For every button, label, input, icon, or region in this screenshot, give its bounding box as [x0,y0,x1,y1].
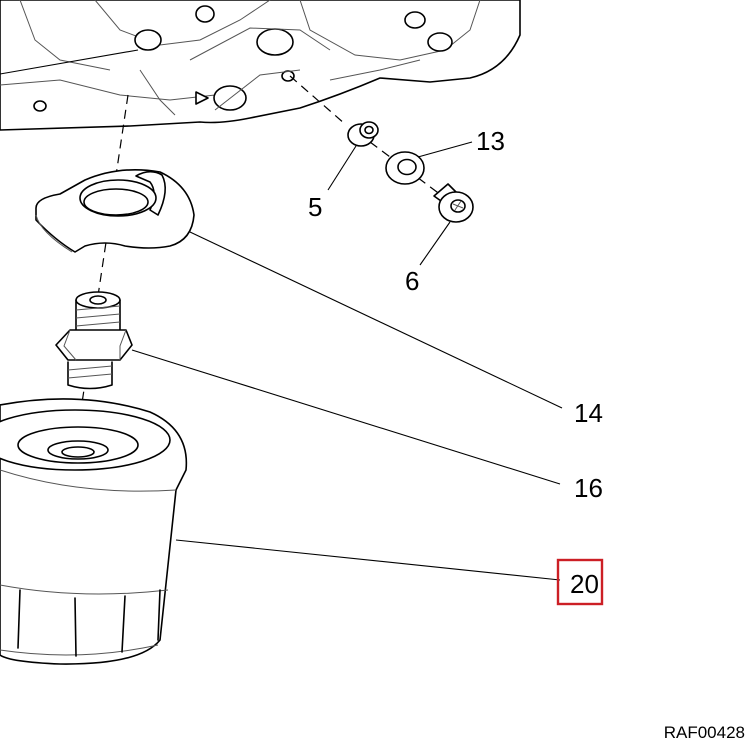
engine-block-casting [0,0,521,131]
part-16-threaded-nipple [55,291,133,390]
part-13-washer [385,151,425,185]
part-14-bracket-plate [35,168,195,253]
axis-plug [289,75,346,125]
leader-offpage [0,49,139,75]
leader-6 [419,221,451,266]
callout-13: 13 [476,126,505,156]
part-6-plug-screw [433,183,474,223]
leader-16 [131,349,561,485]
callout-20[interactable]: 20 [570,569,599,599]
callout-14: 14 [574,398,603,428]
part-20-oil-filter [0,398,188,665]
leader-20 [175,539,561,581]
callout-5: 5 [308,192,322,222]
leader-5 [327,145,357,191]
part-5-spacer [347,121,379,147]
leader-14 [189,231,563,409]
leader-13 [417,141,473,158]
callout-6: 6 [405,266,419,296]
highlight-box-20 [556,558,604,606]
drawing-code: RAF00428 [664,723,745,742]
callout-16: 16 [574,473,603,503]
